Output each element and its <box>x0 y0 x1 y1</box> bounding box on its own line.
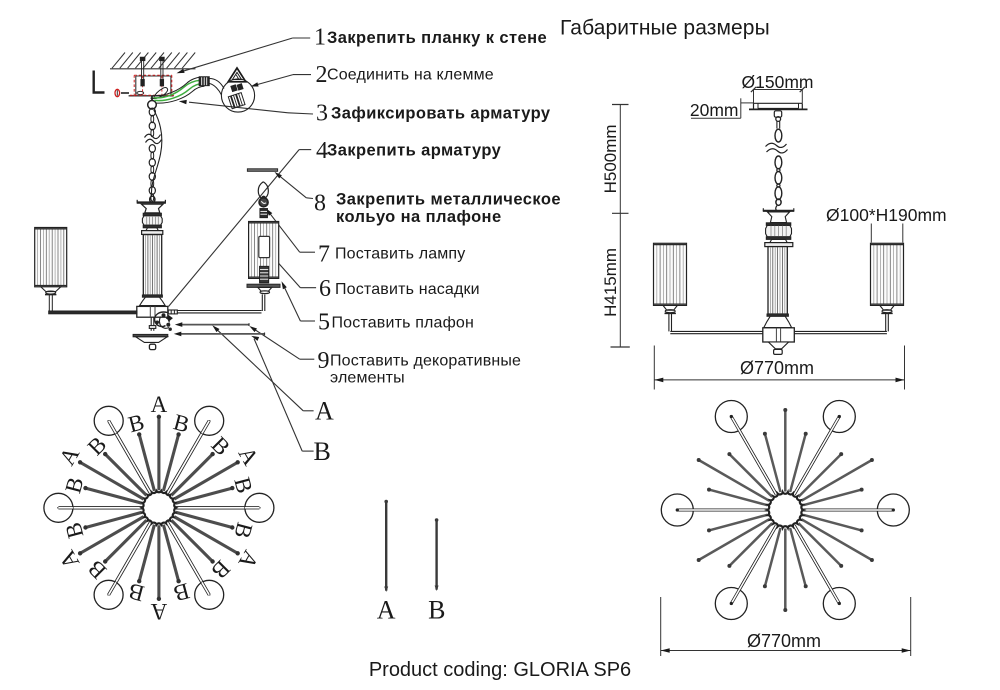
svg-text:B: B <box>60 475 88 496</box>
svg-text:Соединить на клемме: Соединить на клемме <box>327 67 494 84</box>
svg-text:5: 5 <box>318 310 330 336</box>
svg-text:B: B <box>314 437 331 466</box>
svg-text:A: A <box>54 442 84 469</box>
svg-text:элементы: элементы <box>330 370 405 387</box>
svg-text:кольуо на плафоне: кольуо на плафоне <box>336 208 502 226</box>
svg-text:B: B <box>60 520 88 541</box>
svg-text:A: A <box>54 546 84 573</box>
svg-text:8: 8 <box>314 191 326 217</box>
svg-text:B: B <box>171 409 192 437</box>
svg-text:A: A <box>150 599 167 624</box>
svg-text:Закрепить планку к стене: Закрепить планку к стене <box>327 29 547 47</box>
svg-text:3: 3 <box>316 101 328 127</box>
svg-text:A: A <box>377 596 396 625</box>
svg-text:A: A <box>151 392 168 417</box>
svg-text:Ø150mm: Ø150mm <box>742 72 814 92</box>
svg-text:B: B <box>126 578 147 606</box>
svg-text:H500mm: H500mm <box>601 124 620 193</box>
svg-text:H415mm: H415mm <box>601 248 620 317</box>
svg-text:9: 9 <box>318 348 330 374</box>
svg-text:Product coding: GLORIA SP6: Product coding: GLORIA SP6 <box>369 659 631 681</box>
svg-text:6: 6 <box>319 276 331 302</box>
svg-text:Габаритные размеры: Габаритные размеры <box>560 17 770 40</box>
svg-text:Ø770mm: Ø770mm <box>747 631 821 651</box>
svg-text:7: 7 <box>318 242 330 268</box>
svg-text:Зафиксировать арматуру: Зафиксировать арматуру <box>331 105 551 123</box>
svg-text:Закрепить металлическое: Закрепить металлическое <box>336 191 561 209</box>
svg-text:20mm: 20mm <box>690 100 739 120</box>
svg-text:B: B <box>428 596 445 625</box>
svg-text:Поставить насадки: Поставить насадки <box>335 281 480 298</box>
svg-text:Поставить лампу: Поставить лампу <box>335 246 465 263</box>
svg-text:2: 2 <box>316 62 328 88</box>
svg-text:Ø100*H190mm: Ø100*H190mm <box>826 205 947 225</box>
svg-text:A: A <box>315 397 334 426</box>
svg-text:A: A <box>233 546 263 573</box>
svg-text:B: B <box>171 578 192 606</box>
svg-text:Ø770mm: Ø770mm <box>740 358 814 378</box>
svg-text:B: B <box>229 475 257 496</box>
svg-text:B: B <box>126 409 147 437</box>
svg-text:1: 1 <box>314 25 326 51</box>
svg-text:Поставить декоративные: Поставить декоративные <box>330 353 521 370</box>
svg-text:Закрепить арматуру: Закрепить арматуру <box>327 142 502 160</box>
svg-text:B: B <box>229 520 257 541</box>
svg-text:A: A <box>234 443 264 470</box>
svg-text:4: 4 <box>316 138 328 164</box>
svg-text:Поставить плафон: Поставить плафон <box>332 315 475 332</box>
